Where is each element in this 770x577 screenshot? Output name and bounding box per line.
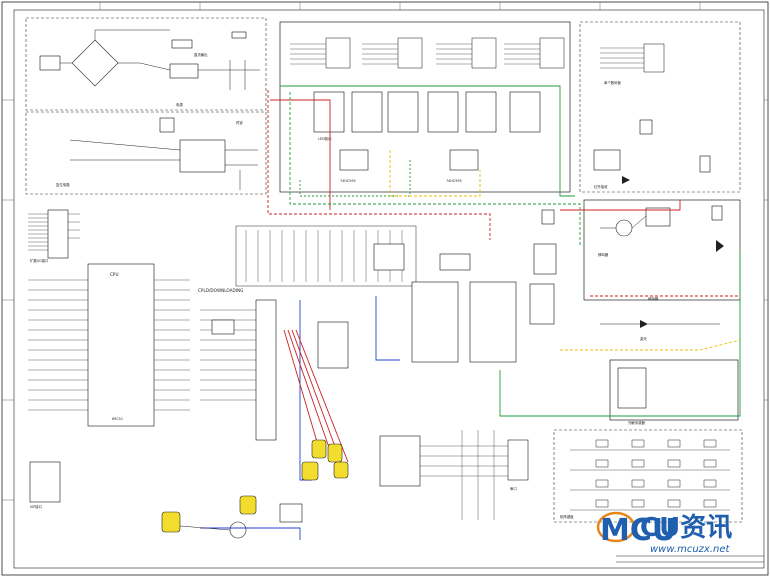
watermark-m: MCU <box>600 513 676 548</box>
rtc-label: 时钟 <box>236 120 243 125</box>
led-drive-label: LED驱动 <box>318 136 332 141</box>
central-chips <box>279 209 557 523</box>
laser-light-block: 激光 光敏传感器 <box>600 320 739 425</box>
laser-label: 激光 <box>640 336 647 341</box>
reset-label: 复位电路 <box>56 182 70 187</box>
cpld-label: CPLD/DOWNLOADING <box>198 288 243 293</box>
serial-label: 串口 <box>510 486 517 491</box>
rtc-reset-block: 时钟 复位电路 <box>25 111 267 195</box>
power-rect-label: 直流输出 <box>194 52 208 57</box>
hc595-a-label: 74HC595 <box>340 179 356 183</box>
watermark-logo: MCU CU资讯 www.mcuzx.net <box>596 511 732 555</box>
power-label: 电源 <box>176 102 183 107</box>
mcu-chip: CPU 89C51 <box>28 263 190 427</box>
single-digit-ir-block: 单个数码管 红外接收 <box>579 21 741 193</box>
title-block <box>616 555 764 563</box>
mcu-label: 89C51 <box>112 417 123 421</box>
ir-label: 红外接收 <box>594 184 608 189</box>
ext-io-label: 扩展I/O接口 <box>30 258 48 263</box>
serial-port-block: 串口 <box>420 430 529 520</box>
watermark-main-text: CU资讯 <box>640 513 732 543</box>
signal-wires <box>200 85 741 540</box>
hc595-b-label: 74HC595 <box>446 179 462 183</box>
buzzer-label: 蜂鸣器 <box>598 252 609 257</box>
isp-label: ISP接口 <box>30 504 42 509</box>
watermark-url: www.mcuzx.net <box>650 544 730 555</box>
single-digit-label: 单个数码管 <box>604 80 622 85</box>
ext-io-block: 扩展I/O接口 ISP接口 <box>28 209 80 509</box>
yellow-jumpers <box>161 439 349 533</box>
keypad-label: 矩阵键盘 <box>560 514 574 519</box>
cpld-bus-block: CPLD/DOWNLOADING <box>198 225 417 441</box>
relay-buzzer-block: 蜂鸣器 继电器 <box>583 199 741 301</box>
transistor-bottom <box>179 521 247 539</box>
seven-segment-block: LED驱动 74HC595 74HC595 <box>279 21 571 193</box>
keypad-block: 矩阵键盘 <box>553 429 743 523</box>
relay-label: 继电器 <box>648 296 659 301</box>
power-supply-block: 直流输出 电源 <box>25 17 267 111</box>
cpu-label: CPU <box>110 272 119 277</box>
light-sensor-label: 光敏传感器 <box>628 420 646 425</box>
